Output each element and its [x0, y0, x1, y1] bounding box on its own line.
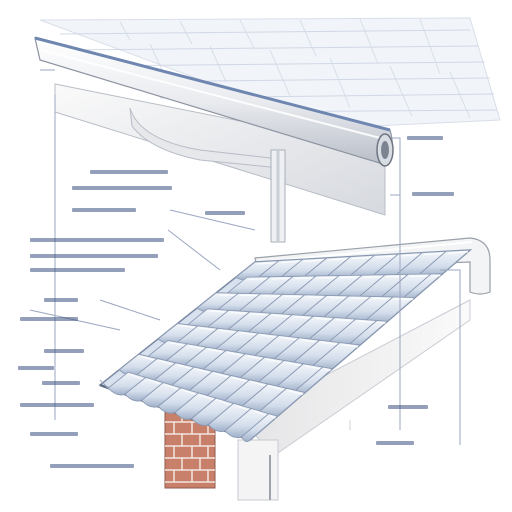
roof-tile-highlight [140, 355, 156, 362]
roof-tile-highlight [321, 341, 338, 346]
roof-tile-highlight [266, 358, 283, 364]
roof-tile-highlight [294, 316, 312, 319]
roof-tile-highlight [256, 262, 277, 265]
roof-tile-highlight [129, 373, 144, 380]
roof-tile-highlight [328, 258, 349, 261]
roof-tile-highlight [195, 368, 211, 374]
roof-tile-highlight [240, 332, 257, 336]
roof-tile-highlight [214, 372, 230, 379]
callout-label-blurred [30, 268, 125, 272]
brick-chimney [164, 409, 216, 489]
roof-tile-highlight [272, 314, 291, 318]
roof-tile-highlight [251, 381, 267, 387]
roof-tile-highlight [218, 294, 237, 296]
roof-tile-highlight [230, 311, 248, 315]
callout-label-blurred [44, 349, 84, 353]
house-wall [237, 299, 471, 501]
roof-tile-highlight [232, 376, 248, 383]
roof-tile-highlight [448, 251, 469, 254]
callout-label-blurred [90, 170, 168, 174]
roof-tile-highlight [219, 329, 237, 334]
roof-tile-highlight [179, 324, 196, 329]
roof-tile-highlight [247, 355, 263, 360]
callout-label-blurred [20, 403, 94, 407]
roof-tile-highlight [235, 404, 250, 412]
callout-label-blurred [72, 208, 136, 212]
tiled-roof [98, 249, 473, 443]
roof-tile-highlight [394, 298, 414, 301]
roof-tile [241, 413, 279, 443]
roof-tile-highlight [227, 351, 244, 357]
roof-tile-highlight [260, 334, 277, 339]
roof-tile-highlight [280, 336, 298, 341]
roof-tile-highlight [352, 256, 373, 260]
roof-tile-highlight [209, 310, 227, 313]
roof-tile-highlight [285, 361, 302, 367]
roof-tile-highlight [200, 394, 215, 401]
roof-tiles [107, 249, 472, 443]
roof-tile-highlight [376, 255, 397, 258]
callout-label-blurred [42, 381, 80, 385]
roof-tile-highlight [165, 384, 180, 391]
roof-tile-highlight [182, 389, 197, 396]
roof-tile-highlight [315, 317, 333, 321]
callout-label-blurred [30, 254, 158, 258]
roof-tile-highlight [400, 254, 421, 257]
roof-tile-highlight [341, 344, 359, 348]
callout-label-blurred [30, 432, 78, 436]
roof-tile-highlight [270, 415, 276, 419]
roof-tile-highlight [147, 378, 162, 386]
roof-tile-highlight [372, 297, 391, 300]
callout-labels [18, 136, 454, 468]
roof-tile-highlight [324, 368, 331, 372]
roof-tile-highlight [284, 295, 303, 298]
callout-label-blurred [205, 211, 245, 215]
roof-tile-highlight [199, 327, 217, 331]
roof-tile-highlight [350, 297, 369, 300]
roof-tile-highlight [306, 296, 325, 298]
callout-label-blurred [50, 464, 134, 468]
roof-tile-highlight [305, 365, 321, 370]
downspout [270, 149, 286, 243]
roof-tile-highlight [252, 409, 267, 417]
roof-tile-highlight [424, 252, 445, 256]
roof-tile-highlight [177, 364, 193, 370]
callout-label-blurred [44, 298, 78, 302]
roof-tile-highlight [262, 295, 281, 297]
roof-tile-highlight [357, 320, 375, 324]
leader-lines [29, 69, 461, 445]
callout-label-blurred [376, 441, 414, 445]
roof-tile-highlight [269, 385, 285, 391]
roof-tile-highlight [251, 313, 270, 316]
callout-label-blurred [20, 317, 78, 321]
roof-tile-highlight [304, 259, 325, 262]
roof-tile-highlight [336, 319, 354, 322]
callout-label-blurred [30, 238, 164, 242]
callout-label-blurred [18, 366, 54, 370]
roof-tile-highlight [189, 345, 205, 350]
roof-tile-highlight [301, 339, 318, 343]
callout-label-blurred [407, 136, 443, 140]
rain-gutter [34, 36, 394, 216]
roof-tile-highlight [280, 260, 301, 264]
roof-tile-highlight [378, 321, 386, 324]
callout-label-blurred [388, 405, 428, 409]
roof-tile-highlight [240, 294, 259, 297]
roof-tile-highlight [159, 359, 174, 366]
roof-tile-highlight [288, 389, 304, 396]
roof-tile-highlight [328, 296, 347, 299]
callout-label-blurred [72, 186, 172, 190]
roof-tile-highlight [169, 341, 186, 347]
roof-tile-highlight [208, 348, 225, 354]
callout-label-blurred [412, 192, 454, 196]
upper-shingle-field [39, 17, 501, 129]
roof-tile-highlight [217, 399, 232, 406]
